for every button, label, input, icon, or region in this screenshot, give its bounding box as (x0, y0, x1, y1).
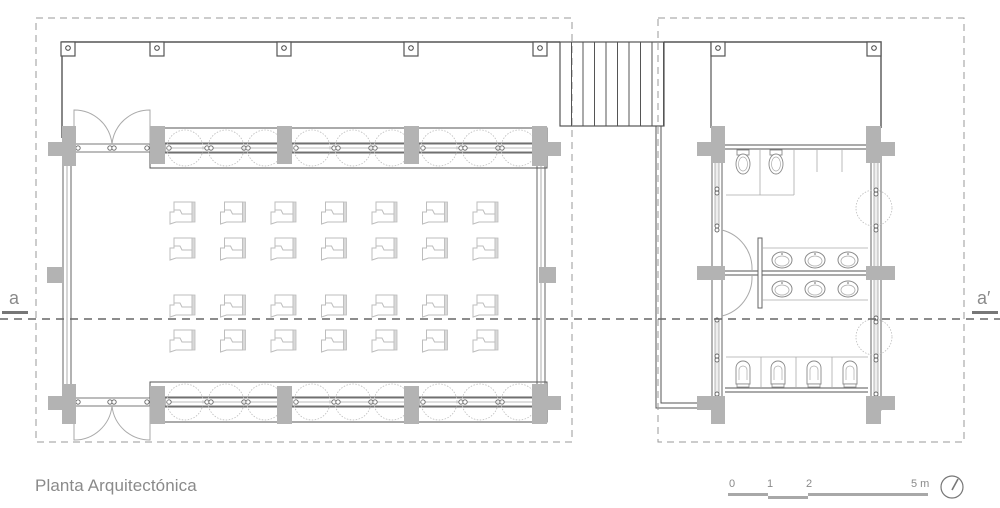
desk (371, 201, 398, 225)
desk (270, 237, 297, 261)
desk (169, 329, 196, 353)
desk (169, 294, 196, 318)
desk (422, 294, 448, 318)
desk (270, 329, 297, 353)
section-line (0, 311, 1000, 320)
desk (169, 237, 196, 261)
classroom-building (35, 17, 573, 443)
desk (472, 237, 499, 261)
drawing-title: Planta Arquitectónica (35, 476, 197, 495)
desk (371, 329, 398, 353)
desk (321, 329, 347, 353)
roof-outline-right (657, 17, 965, 443)
desk (472, 201, 499, 225)
desk (321, 201, 347, 225)
desk (220, 237, 246, 261)
desk (220, 329, 246, 353)
scale-bar (728, 493, 928, 499)
desk (371, 294, 398, 318)
desk-grid (169, 201, 499, 353)
desk (472, 329, 499, 353)
desk (220, 294, 246, 318)
roof-outline-left (35, 17, 573, 443)
desk (472, 294, 499, 318)
section-mark-right: a′ (977, 288, 991, 308)
section-mark-left: a (9, 288, 20, 308)
desk (270, 201, 297, 225)
stair (559, 41, 710, 409)
scale-label-1: 1 (767, 478, 774, 490)
door-bottom-left (73, 405, 151, 441)
desk (321, 237, 347, 261)
desk (220, 201, 246, 225)
door-top-left (73, 109, 151, 145)
scale-label-0: 0 (729, 478, 736, 490)
desk (321, 294, 347, 318)
desk (169, 201, 196, 225)
desk (270, 294, 297, 318)
scale-label-5m: 5 m (911, 478, 930, 490)
desk (371, 237, 398, 261)
desk (422, 237, 448, 261)
scale-label-2: 2 (806, 478, 813, 490)
north-arrow-icon (940, 475, 964, 499)
desk (422, 329, 448, 353)
desk (422, 201, 448, 225)
restroom-building (657, 17, 965, 443)
